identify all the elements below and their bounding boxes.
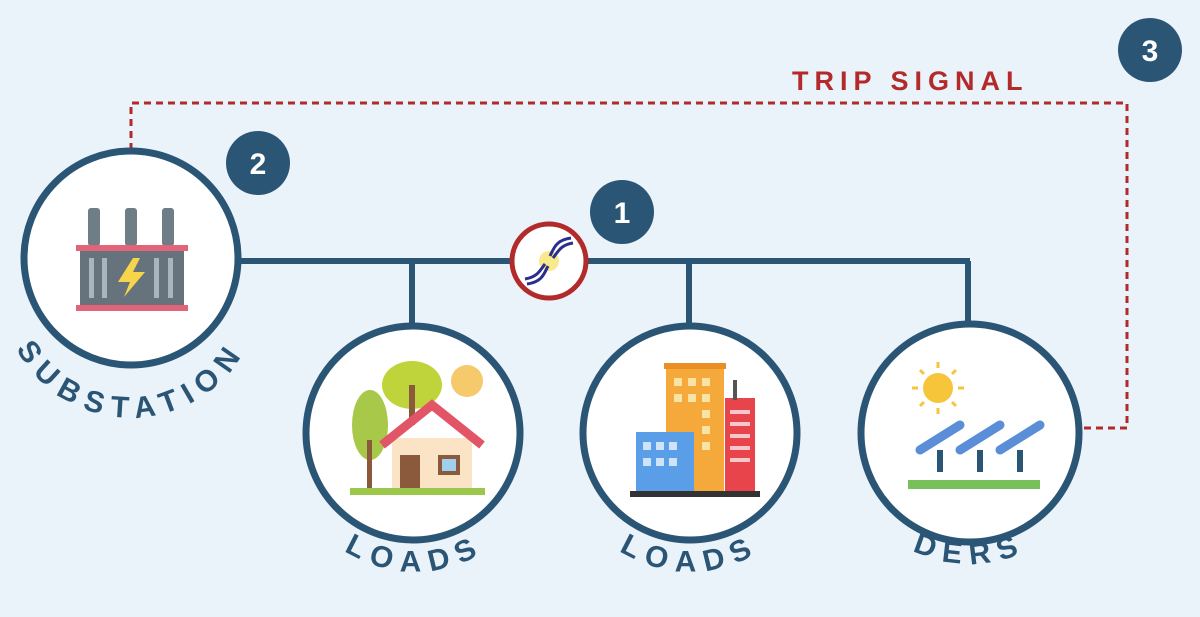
badge-1: 1: [590, 180, 654, 244]
buildings-icon: [630, 363, 760, 497]
broken-cable-icon: [524, 236, 574, 286]
house-icon: [350, 361, 485, 495]
fault-indicator[interactable]: [509, 221, 589, 301]
loads-city-node[interactable]: LOADS: [579, 322, 801, 579]
badge-3: 3: [1118, 18, 1182, 82]
loads-home-node[interactable]: LOADS: [302, 322, 524, 579]
transformer-icon: [76, 208, 188, 311]
badge-2: 2: [226, 131, 290, 195]
svg-text:2: 2: [250, 148, 267, 181]
trip-signal-line: [129, 101, 1129, 430]
ders-node[interactable]: DERS: [857, 320, 1083, 572]
trip-signal-label: TRIP SIGNAL: [792, 66, 1029, 96]
svg-text:1: 1: [614, 197, 631, 230]
substation-node[interactable]: SUBSTATION: [10, 147, 252, 425]
svg-text:3: 3: [1142, 35, 1159, 68]
solar-panel-icon: [908, 362, 1045, 489]
bus-lines: [240, 258, 971, 325]
